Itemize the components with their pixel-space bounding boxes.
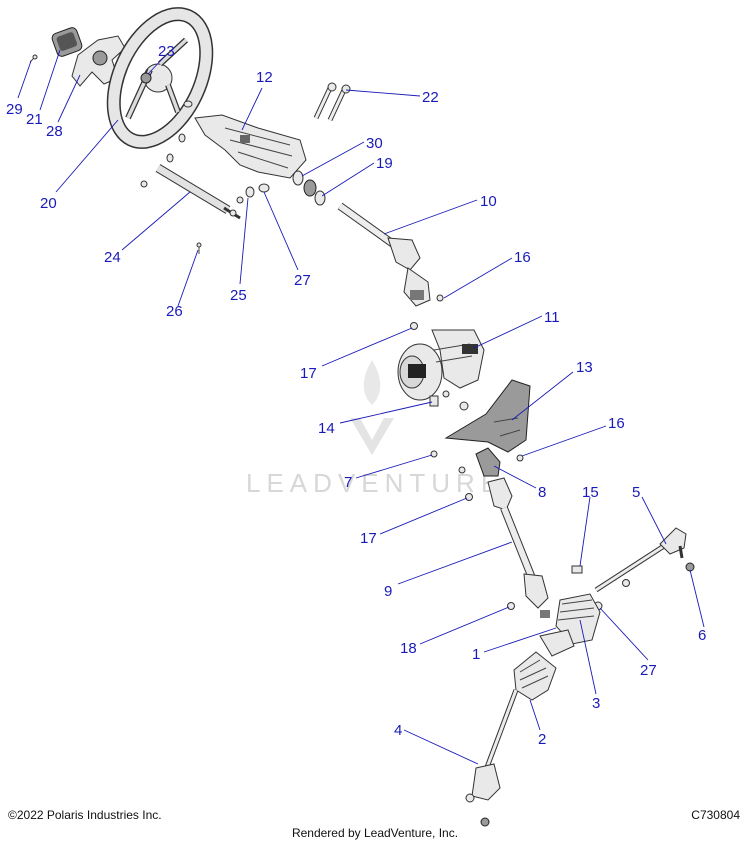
- callout-13: 13: [576, 359, 593, 376]
- callout-18: 18: [400, 640, 417, 657]
- part-4-tie-rod-left: [465, 689, 519, 827]
- callout-29: 29: [6, 101, 23, 118]
- callout-27-lower: 27: [640, 662, 657, 679]
- callout-15: 15: [582, 484, 599, 501]
- callout-24: 24: [104, 249, 121, 266]
- part-6-jam-nut: [685, 562, 695, 572]
- callout-16-upper: 16: [514, 249, 531, 266]
- part-17-nut-lower: [465, 493, 473, 501]
- part-17-nut-upper: [410, 322, 418, 330]
- diagram-code: C730804: [691, 808, 740, 822]
- callout-26: 26: [166, 303, 183, 320]
- callout-27-upper: 27: [294, 272, 311, 289]
- callout-7: 7: [344, 474, 352, 491]
- callout-30: 30: [366, 135, 383, 152]
- part-11-eps-unit: [397, 329, 485, 411]
- callout-11: 11: [544, 309, 560, 326]
- callout-1: 1: [472, 646, 480, 663]
- part-15-bolt: [571, 565, 583, 574]
- bracket-fasteners: [140, 100, 193, 188]
- callout-14: 14: [318, 420, 335, 437]
- callout-19: 19: [376, 155, 393, 172]
- part-26-screw: [196, 242, 202, 254]
- callout-28: 28: [46, 123, 63, 140]
- part-14-bolt: [429, 395, 439, 407]
- part-7-bolt: [430, 450, 466, 474]
- callout-10: 10: [480, 193, 497, 210]
- part-2-rack-boot: [513, 651, 557, 701]
- callout-4: 4: [394, 722, 402, 739]
- part-18-nut: [507, 602, 515, 610]
- part-27-nut-lower: [593, 579, 630, 611]
- callout-6: 6: [698, 627, 706, 644]
- callout-20: 20: [40, 195, 57, 212]
- part-19-bushing: [303, 179, 326, 206]
- part-20-steering-wheel: [106, 7, 214, 149]
- part-30-bushing: [292, 170, 304, 186]
- callout-17-lower: 17: [360, 530, 377, 547]
- callout-9: 9: [384, 583, 392, 600]
- copyright-text: ©2022 Polaris Industries Inc.: [8, 808, 162, 822]
- callout-5: 5: [632, 484, 640, 501]
- part-21-horn-plate: [51, 27, 83, 57]
- callout-17-upper: 17: [300, 365, 317, 382]
- callout-3: 3: [592, 695, 600, 712]
- callout-25: 25: [230, 287, 247, 304]
- part-12-tilt-bracket: [194, 114, 307, 179]
- part-16-bolt-lower: [516, 454, 524, 462]
- callout-22: 22: [422, 89, 439, 106]
- part-10-steering-shaft: [337, 202, 431, 307]
- part-24-gas-strut: [155, 164, 244, 220]
- callout-12: 12: [256, 69, 273, 86]
- callout-21: 21: [26, 111, 43, 128]
- part-9-intermediate-shaft: [487, 477, 550, 618]
- callout-2: 2: [538, 731, 546, 748]
- callout-23: 23: [158, 43, 175, 60]
- part-27-nut-upper: [258, 183, 270, 193]
- part-29-screw: [29, 54, 38, 63]
- leader-lines: [17, 49, 705, 765]
- callout-16-lower: 16: [608, 415, 625, 432]
- rendered-by-text: Rendered by LeadVenture, Inc.: [291, 826, 459, 840]
- part-5-tie-rod-right: [594, 527, 687, 593]
- part-16-bolt-upper: [436, 294, 444, 302]
- part-22-bolts: [313, 82, 351, 122]
- part-25-pivot: [245, 186, 255, 198]
- callouts: 29 21 28 23 20 12 22 30 19 10 24 25 27 2…: [6, 43, 706, 748]
- callout-8: 8: [538, 484, 546, 501]
- part-3-steering-rack: [539, 593, 601, 657]
- part-23-cap: [140, 72, 152, 84]
